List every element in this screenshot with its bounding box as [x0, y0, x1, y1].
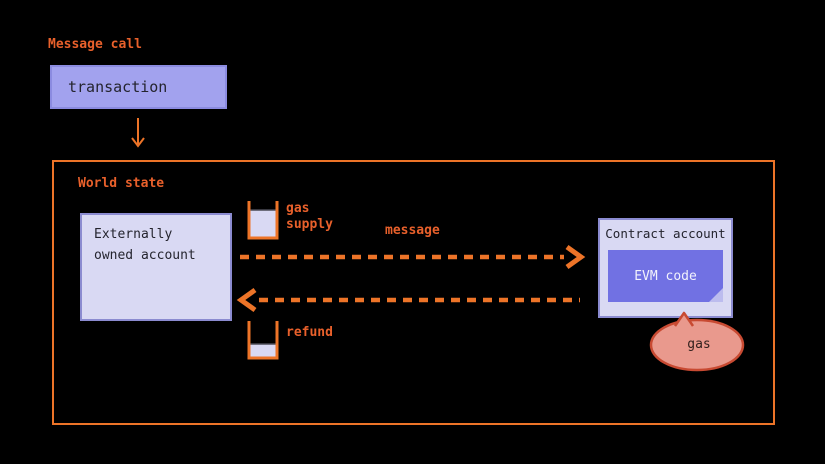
evm-folded-corner-icon	[709, 288, 723, 302]
message-arrow-icon	[240, 244, 586, 270]
gas-bubble-icon	[649, 311, 745, 372]
down-arrow-head	[131, 137, 145, 148]
gas-bubble-label: gas	[687, 337, 711, 352]
gas-supply-liquid	[250, 210, 276, 237]
world-state-box	[52, 160, 775, 425]
message-label: message	[385, 223, 440, 238]
refund-liquid	[250, 344, 276, 357]
gas-supply-label: gas supply	[286, 201, 333, 233]
contract-account-label: Contract account	[605, 226, 726, 241]
diagram-title: Message call	[48, 37, 142, 52]
gas-supply-label-line2: supply	[286, 217, 333, 232]
gas-bubble-ellipse	[649, 318, 745, 372]
eoa-label-line1: Externally	[94, 227, 173, 242]
message-arrow-right-head	[565, 244, 586, 270]
externally-owned-account-box: Externally owned account	[80, 213, 232, 321]
return-arrow-icon	[236, 287, 580, 313]
gas-supply-cup-wall	[247, 201, 279, 240]
refund-cup-wall	[247, 321, 279, 360]
return-arrow-left-head	[236, 287, 257, 313]
transaction-box: transaction	[50, 65, 227, 109]
world-state-label: World state	[78, 176, 165, 191]
eoa-label-line2: owned account	[94, 247, 196, 263]
refund-label: refund	[286, 325, 333, 340]
evm-code-label: EVM code	[634, 268, 697, 284]
refund-cup-icon	[247, 321, 279, 360]
gas-supply-label-line1: gas	[286, 201, 310, 216]
transaction-label: transaction	[68, 78, 168, 96]
gas-supply-cup-icon	[247, 201, 279, 240]
gas-bubble-tail	[673, 311, 695, 327]
down-arrow-icon	[131, 118, 145, 148]
evm-code-box: EVM code	[608, 250, 723, 302]
